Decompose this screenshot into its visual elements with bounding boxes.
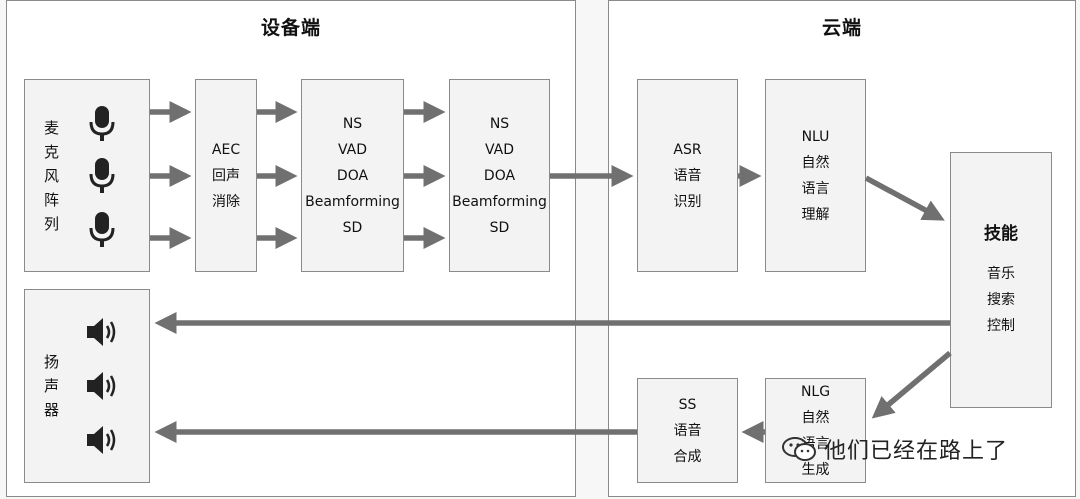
asr-line: 语音	[673, 167, 702, 184]
aec-line: AEC	[211, 141, 241, 158]
watermark-text: 他们已经在路上了	[824, 439, 1009, 464]
skills-line: 音乐	[987, 266, 1015, 282]
ss-line: 合成	[673, 448, 702, 465]
aec-line: 消除	[212, 193, 240, 210]
cloud-panel-title: 云端	[821, 17, 862, 39]
processing-line: VAD	[337, 141, 368, 158]
mic-array-box	[24, 79, 150, 272]
nlg-box: NLG 自然 语言 生成	[765, 378, 866, 483]
asr-box: ASR 语音 识别	[637, 79, 738, 272]
mic-array-label-char: 麦	[44, 119, 60, 137]
ss-box: SS 语音 合成	[637, 378, 738, 483]
asr-line: ASR	[673, 141, 702, 158]
processing-line: Beamforming	[305, 193, 400, 210]
nlg-line: 生成	[801, 461, 830, 478]
processing-line: VAD	[484, 141, 515, 158]
microphone-icon	[89, 212, 115, 247]
speaker-label-char: 扬	[44, 353, 60, 371]
nlu-line: 理解	[801, 206, 830, 223]
nlg-line: NLG	[800, 383, 831, 400]
wechat-icon	[782, 437, 816, 461]
skills-title: 技能	[984, 224, 1018, 244]
ss-line: SS	[678, 396, 697, 413]
processing-line: NS	[342, 115, 363, 132]
nlu-line: 自然	[801, 154, 830, 171]
aec-box: AEC 回声 消除	[195, 79, 257, 272]
processing-line: Beamforming	[452, 193, 547, 210]
processing-line: DOA	[483, 167, 516, 184]
ss-line: 语音	[673, 422, 702, 439]
mic-array-label: 麦 克 风 阵 列	[44, 116, 59, 236]
mic-array-label-char: 阵	[44, 191, 60, 209]
mic-array-label-char: 列	[44, 215, 60, 233]
processing-line: NS	[489, 115, 510, 132]
microphone-icon	[89, 106, 115, 141]
speaker-label-char: 声	[44, 377, 60, 395]
speaker-label-char: 器	[44, 401, 60, 419]
aec-line: 回声	[212, 167, 240, 184]
mic-array-label-char: 克	[44, 143, 60, 161]
nlu-box: NLU 自然 语言 理解	[765, 79, 866, 272]
skills-line: 控制	[987, 318, 1015, 334]
watermark: 他们已经在路上了	[780, 433, 1008, 465]
nlu-line: NLU	[801, 128, 830, 145]
signal-processing-box-2: NS VAD DOA Beamforming SD	[449, 79, 550, 272]
mic-array-label-char: 风	[44, 167, 60, 185]
microphone-icon	[89, 158, 115, 193]
nlg-line: 自然	[801, 409, 830, 426]
speaker-icon	[87, 318, 116, 346]
skills-box: 技能 音乐 搜索 控制	[950, 152, 1052, 408]
asr-line: 识别	[673, 193, 702, 210]
processing-line: SD	[342, 219, 363, 236]
processing-line: DOA	[336, 167, 369, 184]
device-panel-title: 设备端	[260, 17, 321, 39]
signal-processing-box-1: NS VAD DOA Beamforming SD	[301, 79, 404, 272]
nlu-line: 语言	[801, 180, 830, 197]
skills-line: 搜索	[987, 292, 1015, 308]
processing-line: SD	[489, 219, 510, 236]
speaker-icon	[87, 426, 116, 454]
speaker-label: 扬 声 器	[44, 350, 59, 422]
speaker-icon	[87, 372, 116, 400]
